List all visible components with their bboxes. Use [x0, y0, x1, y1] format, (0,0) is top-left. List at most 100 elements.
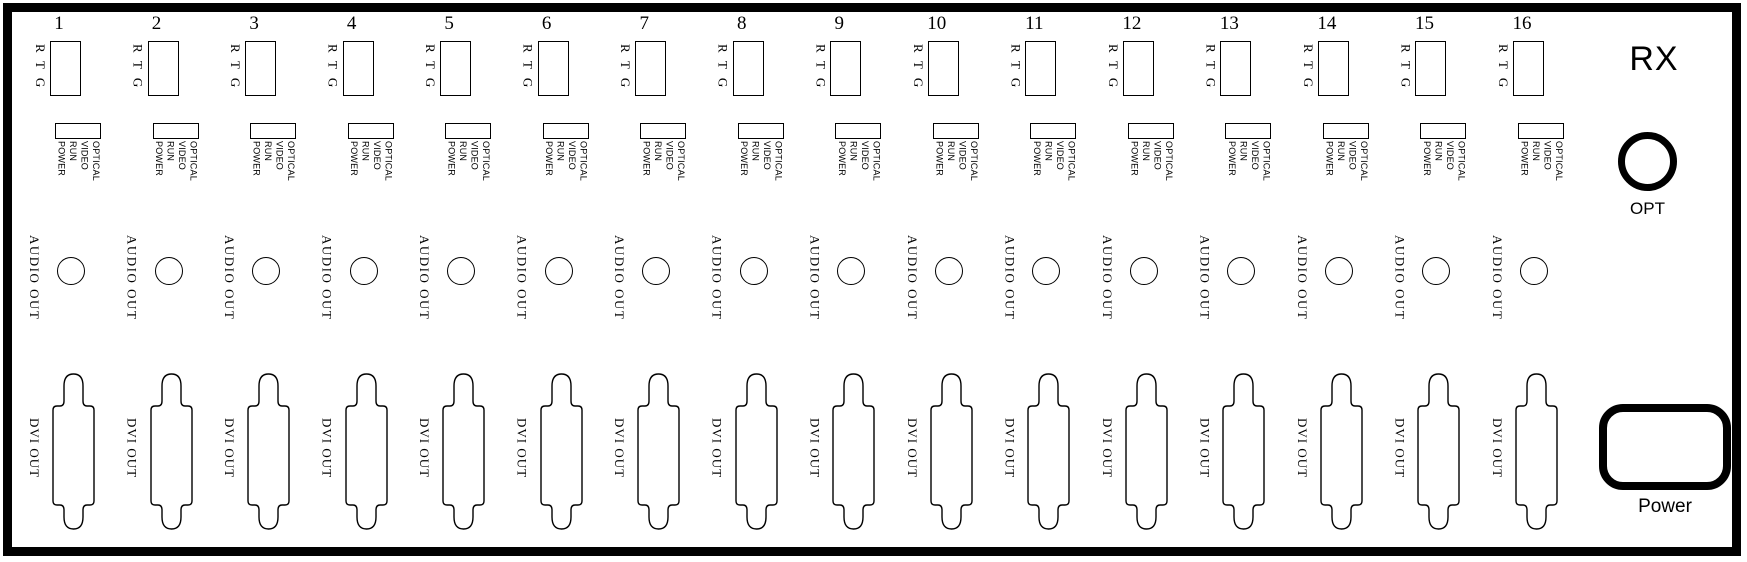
- led-label-run: RUN: [945, 141, 956, 162]
- dvi-out-label: DVI OUT: [904, 418, 920, 479]
- dvi-out-label: DVI OUT: [1002, 418, 1018, 479]
- channel-column: 4 RTG OPTICAL VIDEO RUN POWER AUDIO OUT …: [315, 0, 412, 562]
- channel-number: 3: [249, 13, 259, 34]
- channel-number: 6: [541, 13, 552, 34]
- rtg-label: RTG: [618, 44, 634, 97]
- rtg-label: RTG: [1008, 44, 1024, 97]
- rtg-connector[interactable]: [1025, 41, 1057, 96]
- audio-out-jack[interactable]: [1324, 257, 1353, 285]
- led-labels: OPTICAL VIDEO RUN POWER: [348, 141, 394, 197]
- dvi-out-connector[interactable]: [1221, 370, 1266, 533]
- rtg-connector[interactable]: [1122, 41, 1154, 96]
- audio-out-jack[interactable]: [1227, 257, 1256, 285]
- rtg-connector[interactable]: [1317, 41, 1349, 96]
- audio-out-jack[interactable]: [349, 257, 378, 285]
- rtg-connector[interactable]: [342, 41, 374, 96]
- dvi-out-connector[interactable]: [246, 370, 291, 533]
- led-label-run: RUN: [1335, 141, 1346, 162]
- rtg-label: RTG: [1105, 44, 1121, 97]
- audio-out-jack[interactable]: [642, 257, 671, 285]
- led-label-optical: OPTICAL: [676, 141, 687, 181]
- rtg-connector[interactable]: [147, 41, 179, 96]
- led-label-power: POWER: [251, 141, 262, 177]
- rtg-connector[interactable]: [1415, 41, 1447, 96]
- rtg-connector[interactable]: [635, 41, 667, 96]
- led-label-video: VIDEO: [859, 141, 870, 171]
- audio-out-jack[interactable]: [739, 257, 768, 285]
- optical-port[interactable]: [1618, 132, 1677, 191]
- rtg-label: RTG: [33, 44, 48, 97]
- channel-number: 8: [736, 13, 747, 34]
- rtg-connector[interactable]: [440, 41, 472, 96]
- audio-out-jack[interactable]: [934, 257, 963, 285]
- led-label-power: POWER: [1421, 141, 1432, 177]
- channel-number: 16: [1512, 13, 1532, 34]
- led-labels: OPTICAL VIDEO RUN POWER: [1128, 141, 1174, 197]
- audio-out-jack[interactable]: [1129, 257, 1158, 285]
- led-labels: OPTICAL VIDEO RUN POWER: [835, 141, 882, 197]
- led-label-run: RUN: [360, 141, 371, 162]
- led-label-video: VIDEO: [1249, 141, 1260, 171]
- rtg-connector[interactable]: [1220, 41, 1252, 96]
- rtg-connector[interactable]: [1512, 41, 1544, 96]
- audio-out-jack[interactable]: [1422, 257, 1451, 285]
- dvi-out-connector[interactable]: [1124, 370, 1169, 533]
- dvi-out-connector[interactable]: [1026, 370, 1071, 533]
- dvi-out-connector[interactable]: [734, 370, 779, 533]
- audio-out-label: AUDIO OUT: [1002, 235, 1018, 321]
- channel-column: 9 RTG OPTICAL VIDEO RUN POWER AUDIO OUT …: [802, 0, 899, 562]
- led-label-power: POWER: [1129, 141, 1140, 177]
- rtg-connector[interactable]: [732, 41, 764, 96]
- audio-out-jack[interactable]: [57, 257, 85, 285]
- channel-number: 15: [1414, 13, 1434, 34]
- dvi-out-label: DVI OUT: [222, 418, 238, 479]
- channel-number: 5: [444, 13, 454, 34]
- dvi-out-connector[interactable]: [539, 370, 584, 533]
- dvi-out-connector[interactable]: [1319, 370, 1364, 533]
- rtg-connector[interactable]: [245, 41, 277, 96]
- led-indicator-window: [1322, 123, 1369, 139]
- power-button[interactable]: [1599, 404, 1731, 490]
- dvi-out-label: DVI OUT: [514, 418, 530, 479]
- led-indicator-window: [737, 123, 784, 139]
- channel-number: 14: [1317, 13, 1337, 34]
- led-label-video: VIDEO: [469, 141, 480, 171]
- channel-column: 8 RTG OPTICAL VIDEO RUN POWER AUDIO OUT …: [705, 0, 802, 562]
- led-indicator-window: [1517, 123, 1564, 139]
- dvi-out-connector[interactable]: [929, 370, 974, 533]
- dvi-out-connector[interactable]: [51, 370, 96, 533]
- dvi-out-connector[interactable]: [1416, 370, 1461, 533]
- audio-out-jack[interactable]: [1519, 257, 1548, 285]
- audio-out-jack[interactable]: [1032, 257, 1061, 285]
- led-label-run: RUN: [848, 141, 859, 162]
- audio-out-jack[interactable]: [544, 257, 573, 285]
- led-label-optical: OPTICAL: [286, 141, 297, 181]
- audio-out-jack[interactable]: [154, 257, 183, 285]
- led-label-run: RUN: [1530, 141, 1541, 162]
- dvi-out-connector[interactable]: [344, 370, 389, 533]
- dvi-out-connector[interactable]: [149, 370, 194, 533]
- power-button-label: Power: [1638, 496, 1692, 517]
- dvi-out-connector[interactable]: [831, 370, 876, 533]
- led-label-run: RUN: [750, 141, 761, 162]
- led-label-run: RUN: [68, 141, 78, 162]
- rtg-connector[interactable]: [50, 41, 81, 96]
- audio-out-label: AUDIO OUT: [904, 235, 920, 321]
- dvi-out-connector[interactable]: [636, 370, 681, 533]
- led-label-optical: OPTICAL: [383, 141, 394, 181]
- audio-out-jack[interactable]: [252, 257, 281, 285]
- rtg-connector[interactable]: [537, 41, 569, 96]
- rtg-connector[interactable]: [830, 41, 862, 96]
- audio-out-jack[interactable]: [837, 257, 866, 285]
- dvi-out-connector[interactable]: [441, 370, 486, 533]
- channel-number: 10: [927, 13, 947, 34]
- rtg-connector[interactable]: [927, 41, 959, 96]
- rtg-label: RTG: [325, 44, 341, 97]
- led-labels: OPTICAL VIDEO RUN POWER: [153, 141, 199, 197]
- channel-column: 1 RTG OPTICAL VIDEO RUN POWER AUDIO OUT …: [22, 0, 119, 562]
- audio-out-jack[interactable]: [447, 257, 476, 285]
- dvi-out-connector[interactable]: [1514, 370, 1559, 533]
- rtg-label: RTG: [813, 44, 829, 97]
- led-label-video: VIDEO: [567, 141, 578, 171]
